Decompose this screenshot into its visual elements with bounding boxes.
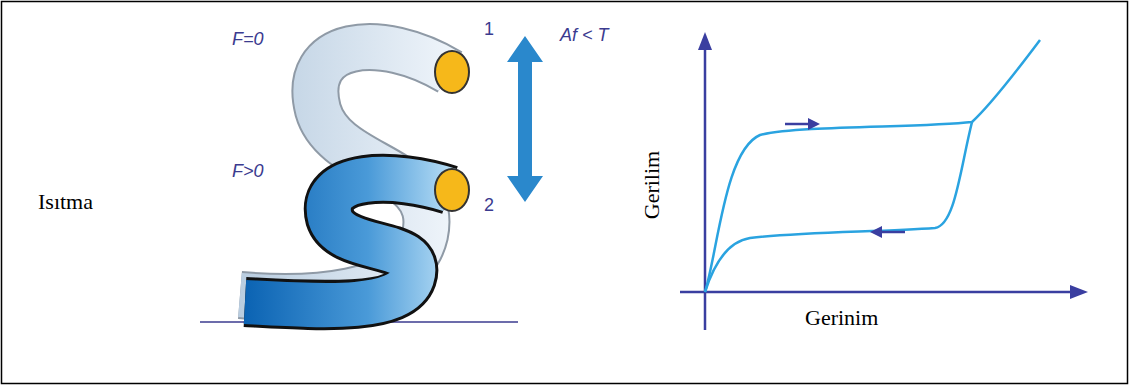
double-arrow — [507, 36, 543, 202]
state-number: 1 — [484, 20, 494, 40]
force-label: F=0 — [232, 30, 264, 50]
axis-title: Gerinim — [805, 306, 878, 330]
stress-strain-curve — [705, 40, 1040, 292]
state-number: 2 — [484, 196, 494, 216]
axes — [680, 32, 1088, 330]
force-label: F>0 — [232, 162, 264, 182]
direction-arrow — [785, 118, 905, 238]
process-label: Isıtma — [38, 190, 93, 214]
spring-loaded — [245, 169, 469, 305]
axis-title: Gerilim — [640, 151, 664, 219]
temperature-condition: Af < T — [560, 26, 609, 46]
